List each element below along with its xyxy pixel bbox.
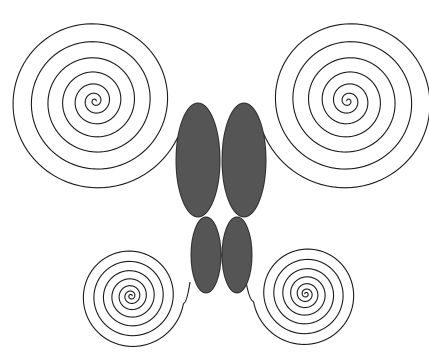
spiral-top-left — [13, 24, 184, 188]
spiral-bottom-left — [83, 251, 183, 346]
spiral-bottom-left-tail — [183, 282, 190, 303]
spirals-group — [13, 24, 429, 347]
upper-right-ellipse — [222, 103, 266, 217]
central-bodies-group — [176, 103, 266, 293]
spiral-bottom-right-tail — [246, 282, 254, 301]
upper-left-ellipse — [176, 103, 220, 217]
lower-left-ellipse — [191, 217, 221, 293]
lower-right-ellipse — [222, 217, 252, 293]
spiral-top-right — [259, 24, 429, 188]
spiral-bottom-right — [254, 249, 354, 344]
